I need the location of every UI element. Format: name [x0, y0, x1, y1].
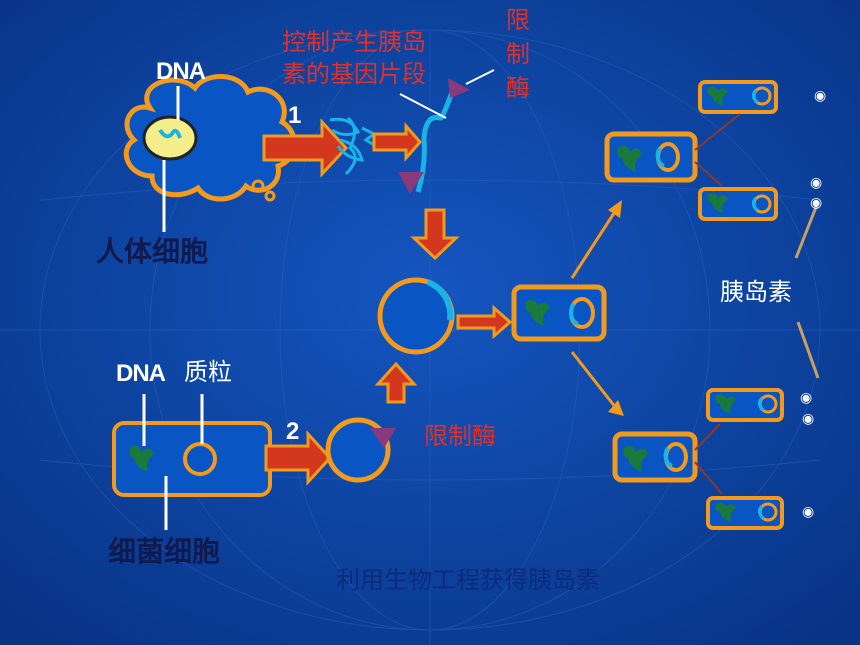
- step-1-label: 1: [288, 102, 302, 129]
- restriction-enzyme-top-char3: 酶: [506, 74, 530, 102]
- nucleus: [142, 115, 198, 161]
- human-cell: [123, 74, 297, 232]
- bullet-2: ◉: [810, 175, 823, 191]
- gene-fragment-label-line1: 控制产生胰岛: [282, 28, 426, 56]
- arrow-step2: [264, 430, 333, 486]
- bullet-3: ◉: [810, 195, 823, 211]
- restriction-enzyme-top-char1: 限: [506, 6, 530, 34]
- enzyme-marker: [398, 172, 424, 194]
- engineered-bacterium: [511, 284, 607, 342]
- arrow-step1: [262, 118, 349, 178]
- insulin-line-upper: [794, 201, 820, 259]
- recombinant-plasmid: [377, 277, 455, 355]
- dna-fragments: [329, 116, 377, 176]
- insulin-label: 胰岛素: [720, 278, 792, 306]
- plasmid-label: 质粒: [184, 358, 232, 386]
- arrow-to-bacterium: [456, 304, 513, 340]
- diagram-caption: 利用生物工程获得胰岛素: [336, 566, 600, 594]
- enzyme-pointer: [465, 69, 495, 85]
- gene-fragment: [415, 91, 455, 193]
- restriction-enzyme-top-char2: 制: [506, 40, 530, 68]
- arrow-down: [410, 208, 460, 261]
- restriction-enzyme-bottom-label: 限制酶: [424, 422, 496, 450]
- bacteria-cell-label: 细菌细胞: [108, 535, 221, 568]
- bullet-1: ◉: [814, 88, 827, 104]
- arrow-small: [372, 122, 422, 162]
- bullet-5: ◉: [802, 411, 815, 427]
- human-cell-label: 人体细胞: [96, 235, 209, 268]
- gene-fragment-label-line2: 素的基因片段: [282, 60, 426, 88]
- bullet-6: ◉: [802, 504, 815, 520]
- lower-bacteria-group: [612, 388, 784, 530]
- bullet-4: ◉: [800, 390, 813, 406]
- gene-pointer: [399, 93, 447, 119]
- dna-label-top: DNA: [156, 58, 206, 85]
- arrow-up: [374, 361, 418, 404]
- reproduction-arrows: [570, 200, 624, 416]
- upper-bacteria-group: [604, 80, 778, 221]
- opened-plasmid: [325, 417, 396, 483]
- insulin-line-lower: [796, 321, 820, 379]
- enzyme-top-marker: [448, 78, 470, 98]
- dna-label-bottom: DNA: [116, 360, 166, 387]
- step-2-label: 2: [286, 418, 300, 445]
